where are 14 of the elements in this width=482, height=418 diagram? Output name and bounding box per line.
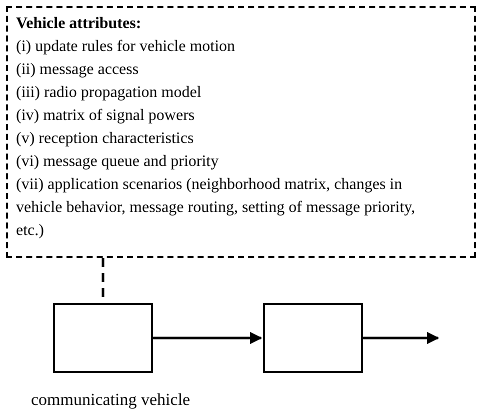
- attribute-item: (ii) message access: [16, 60, 140, 80]
- vehicle-box: [53, 303, 153, 373]
- arrow: [153, 332, 262, 344]
- node-caption: communicating vehicle: [31, 389, 190, 411]
- attribute-item: (iii) radio propagation model: [16, 83, 202, 103]
- attribute-item: (vi) message queue and priority: [16, 152, 220, 172]
- attribute-item: (vii) application scenarios (neighborhood matrix, changes in vehicle behavior, message routing, setting of message priority, etc.): [16, 175, 416, 241]
- attribute-item: (v) reception characteristics: [16, 129, 195, 149]
- attribute-item: (iv) matrix of signal powers: [16, 106, 196, 126]
- attribute-item: (i) update rules for vehicle motion: [16, 37, 236, 57]
- vehicle-box: [263, 303, 363, 373]
- dashed-attribute-box: [6, 6, 476, 258]
- box-heading: Vehicle attributes:: [16, 14, 142, 34]
- arrow: [363, 332, 440, 344]
